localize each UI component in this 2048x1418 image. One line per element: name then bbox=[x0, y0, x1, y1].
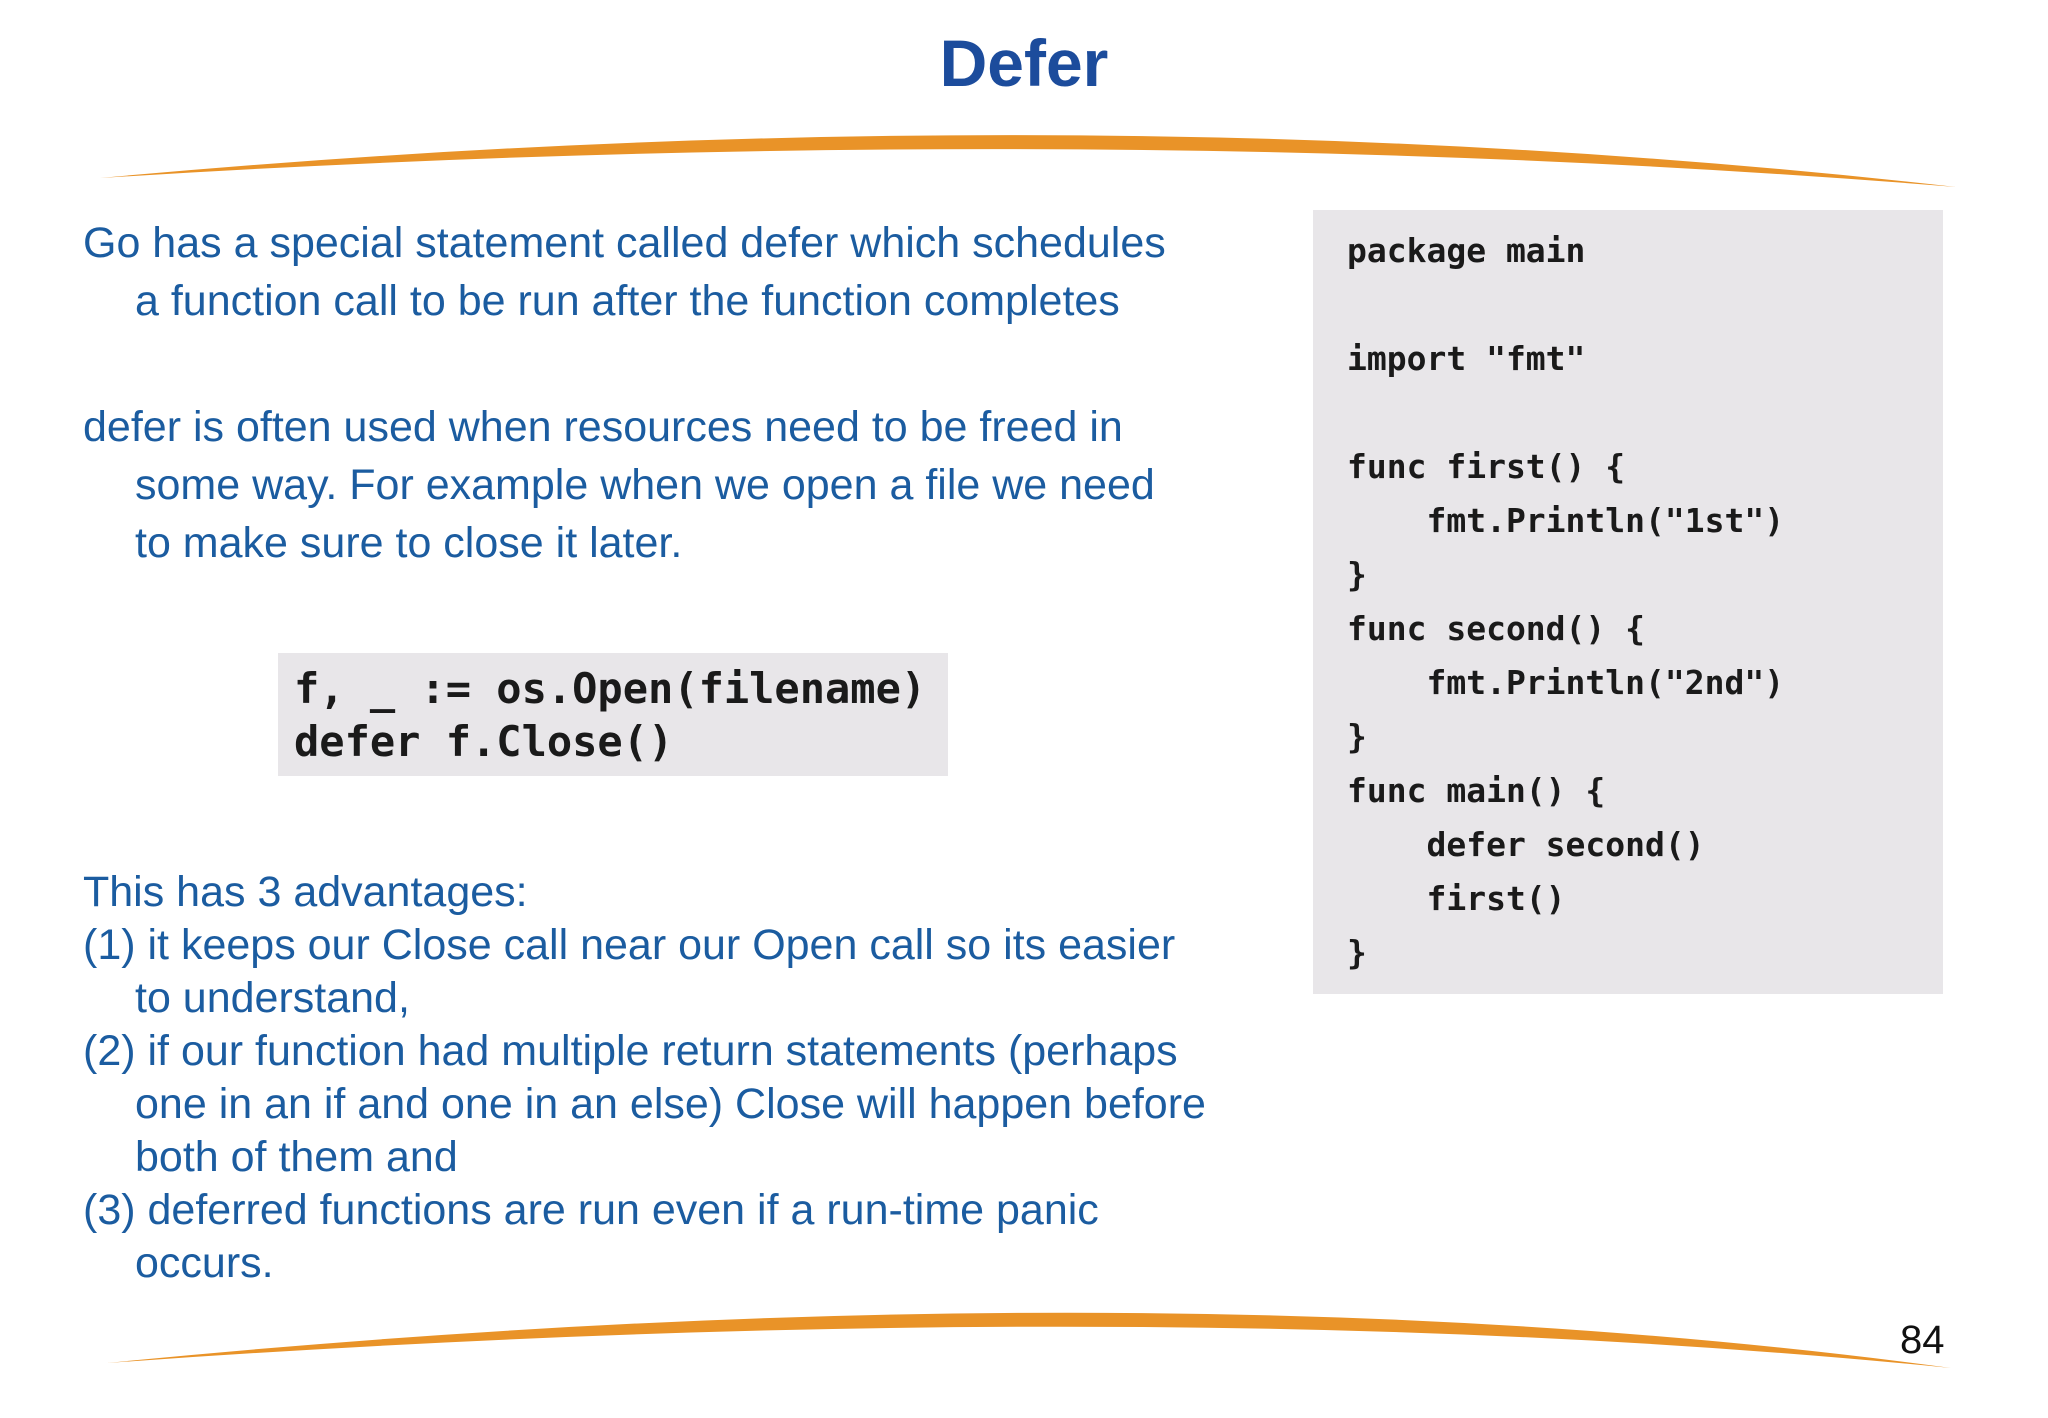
body-text-line: defer is often used when resources need … bbox=[83, 403, 1123, 451]
advantages-list: This has 3 advantages: (1) it keeps our … bbox=[83, 866, 1206, 1290]
bottom-accent-curve bbox=[107, 1312, 1951, 1368]
intro-paragraph-1: Go has a special statement called defer … bbox=[83, 214, 1166, 330]
intro-paragraph-2: defer is often used when resources need … bbox=[83, 398, 1155, 572]
page-number: 84 bbox=[1900, 1318, 1945, 1362]
body-text-line: a function call to be run after the func… bbox=[135, 277, 1120, 325]
page-title: Defer bbox=[939, 26, 1109, 100]
advantages-heading: This has 3 advantages: bbox=[83, 868, 528, 916]
advantage-item-2: (2) if our function had multiple return … bbox=[83, 1027, 1178, 1075]
advantage-item-1-cont: to understand, bbox=[135, 974, 410, 1022]
advantage-item-2-cont: both of them and bbox=[135, 1133, 458, 1181]
inline-code-snippet: f, _ := os.Open(filename) defer f.Close(… bbox=[278, 653, 948, 776]
body-text-line: Go has a special statement called defer … bbox=[83, 219, 1166, 267]
body-text-line: to make sure to close it later. bbox=[135, 519, 683, 567]
body-text-line: some way. For example when we open a fil… bbox=[135, 461, 1155, 509]
advantage-item-1: (1) it keeps our Close call near our Ope… bbox=[83, 921, 1176, 969]
advantage-item-3-cont: occurs. bbox=[135, 1239, 274, 1287]
advantage-item-2-cont: one in an if and one in an else) Close w… bbox=[135, 1080, 1206, 1128]
advantage-item-3: (3) deferred functions are run even if a… bbox=[83, 1186, 1099, 1234]
go-code-panel: package main import "fmt" func first() {… bbox=[1313, 210, 1943, 994]
top-accent-curve bbox=[100, 135, 1956, 187]
